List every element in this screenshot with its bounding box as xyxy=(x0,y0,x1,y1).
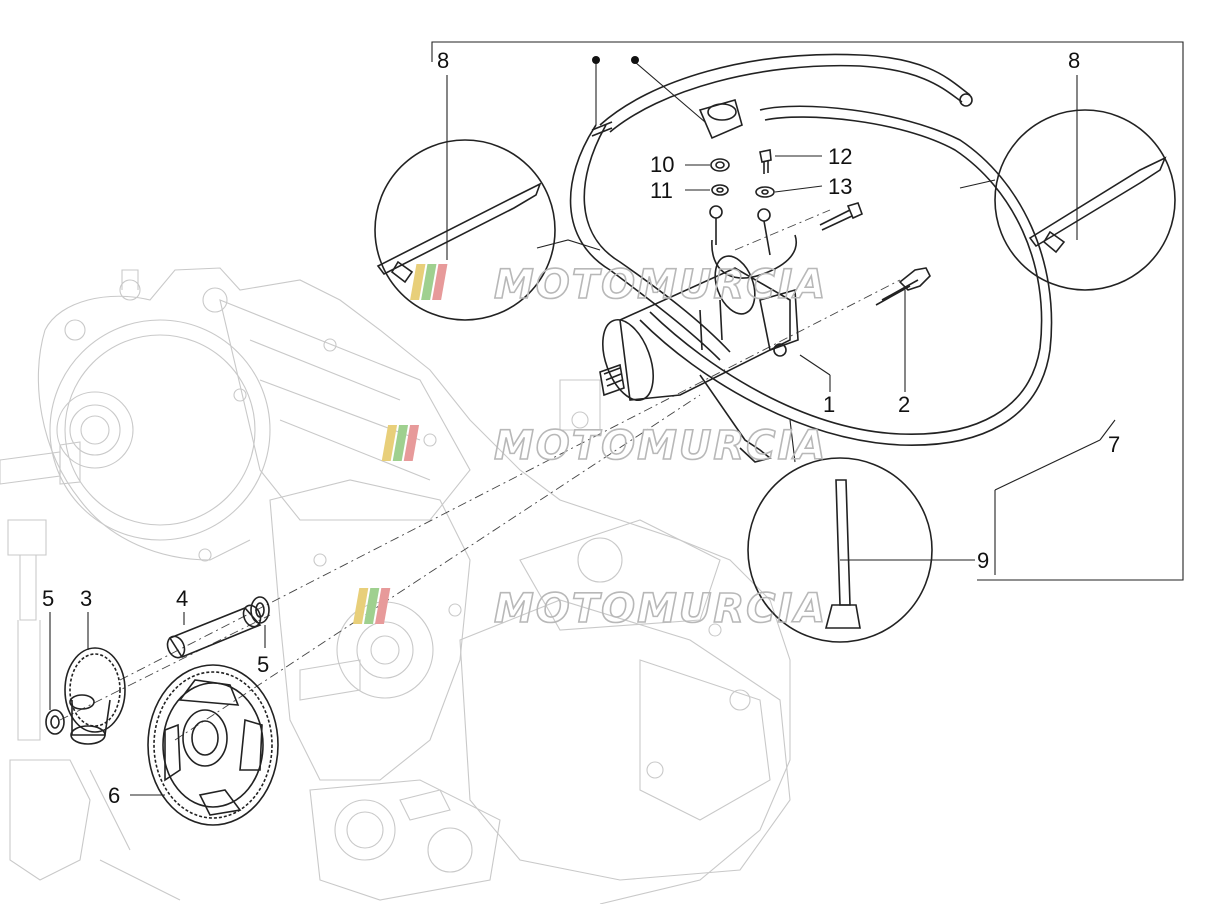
watermark-stripe-yellow xyxy=(381,425,398,461)
detail-circle-strap-clip xyxy=(747,419,933,643)
callout-8-right: 8 xyxy=(1068,48,1080,73)
engine-block-drawing xyxy=(0,267,791,904)
starter-drive-gear xyxy=(147,664,279,826)
starter-cable-harness xyxy=(569,53,1053,463)
intermediate-gear xyxy=(64,647,126,745)
watermark-text: MOTOMURCIA xyxy=(494,423,827,469)
watermark-text: MOTOMURCIA xyxy=(494,586,827,632)
watermark-middle: MOTOMURCIA xyxy=(381,422,827,470)
watermark-bottom: MOTOMURCIA xyxy=(352,585,827,633)
callout-5-left: 5 xyxy=(42,586,54,611)
callout-10: 10 xyxy=(650,152,674,177)
callout-7: 7 xyxy=(1108,432,1120,457)
watermark-stripe-green xyxy=(363,588,380,624)
watermark-stripe-green xyxy=(392,425,409,461)
watermark-stripe-yellow xyxy=(410,264,426,300)
watermark-stripe-green xyxy=(421,264,437,300)
callout-5-right: 5 xyxy=(257,652,269,677)
detail-circle-right-clip xyxy=(959,109,1176,291)
watermark-stripe-red xyxy=(374,588,391,624)
watermark-top: MOTOMURCIA xyxy=(410,261,827,309)
thrust-washers xyxy=(45,596,270,735)
harness-bracket xyxy=(431,41,1184,581)
callout-12: 12 xyxy=(828,144,852,169)
watermark-stripe-red xyxy=(403,425,420,461)
callout-3: 3 xyxy=(80,586,92,611)
small-fasteners xyxy=(710,149,775,198)
callout-9: 9 xyxy=(977,548,989,573)
callout-2: 2 xyxy=(898,392,910,417)
callout-13: 13 xyxy=(828,174,852,199)
leader-lines xyxy=(49,56,1116,796)
callout-labels: 8 8 10 11 12 13 1 2 7 9 5 3 4 5 6 xyxy=(42,48,1120,808)
watermark-stripe-red xyxy=(432,264,448,300)
watermark-stripe-yellow xyxy=(352,588,369,624)
callout-1: 1 xyxy=(823,392,835,417)
watermark-text: MOTOMURCIA xyxy=(494,262,827,308)
dowel-pin xyxy=(166,604,262,659)
callout-6: 6 xyxy=(108,783,120,808)
callout-4: 4 xyxy=(176,586,188,611)
detail-circle-left-clip xyxy=(374,139,601,321)
callout-8-left: 8 xyxy=(437,48,449,73)
starter-bolt xyxy=(819,202,931,306)
callout-11: 11 xyxy=(650,178,673,203)
